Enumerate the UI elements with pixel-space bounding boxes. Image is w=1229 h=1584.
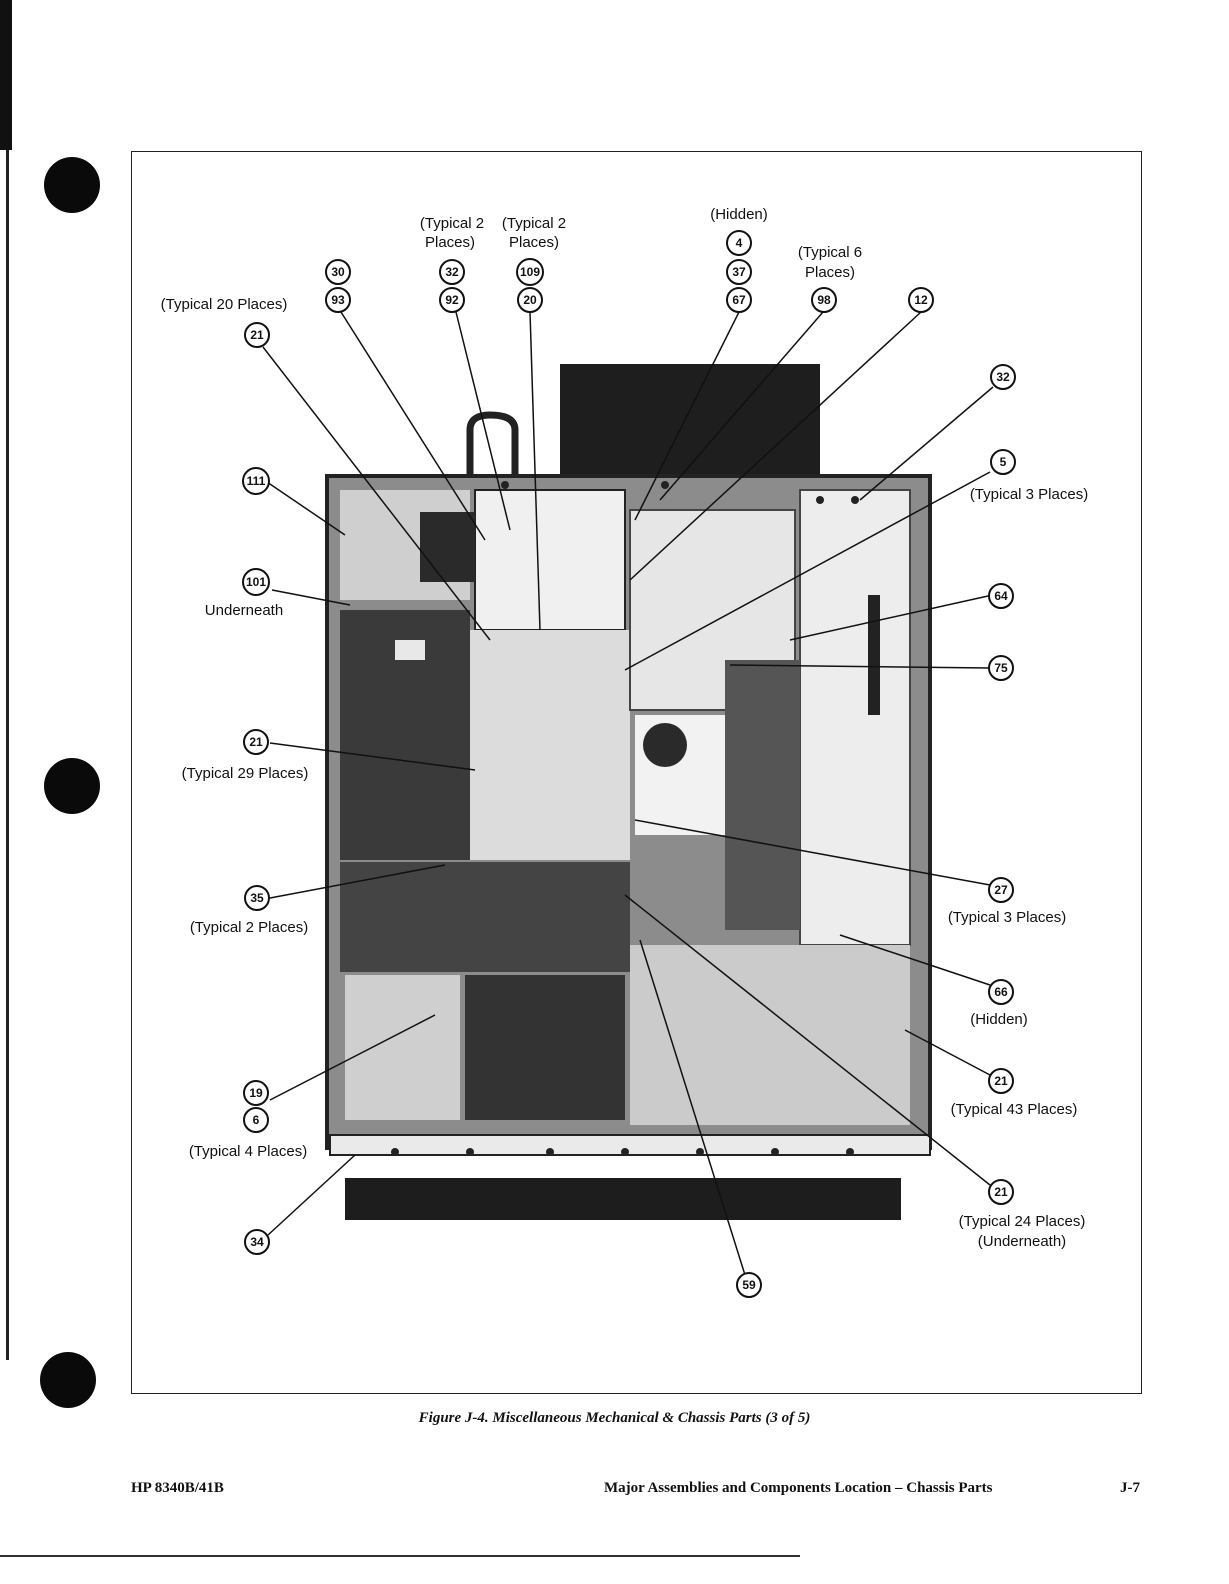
note-typical-2-b: (Typical 2 [502,215,566,232]
callout-21-typ24: 21 [988,1179,1014,1205]
note-typical-4: (Typical 4 Places) [189,1143,307,1160]
svg-text:19: 19 [249,1086,263,1100]
svg-text:93: 93 [331,293,345,307]
note-typical-20: (Typical 20 Places) [161,296,288,313]
callout-109: 109 [516,258,544,286]
svg-text:32: 32 [996,370,1010,384]
note-typical-6-places: Places) [805,264,855,281]
callout-6: 6 [243,1107,269,1133]
punch-hole-middle [44,758,100,814]
chassis-photo [325,364,932,1220]
svg-text:59: 59 [742,1278,756,1292]
callout-32-top: 32 [439,259,465,285]
note-typical-6: (Typical 6 [798,244,862,261]
note-hidden-66: (Hidden) [970,1011,1028,1028]
callout-92: 92 [439,287,465,313]
svg-text:92: 92 [445,293,459,307]
callout-111: 111 [242,467,270,495]
note-typical-43: (Typical 43 Places) [951,1101,1078,1118]
callout-19: 19 [243,1080,269,1106]
svg-text:6: 6 [253,1113,260,1127]
svg-text:66: 66 [994,985,1008,999]
callout-93: 93 [325,287,351,313]
punch-hole-top [44,157,100,213]
svg-text:37: 37 [732,265,746,279]
callout-20: 20 [517,287,543,313]
note-typical-29: (Typical 29 Places) [182,765,309,782]
note-typical-24: (Typical 24 Places) [959,1213,1086,1230]
svg-text:75: 75 [994,661,1008,675]
svg-text:32: 32 [445,265,459,279]
note-hidden-top: (Hidden) [710,206,768,223]
note-underneath: Underneath [205,602,283,619]
callout-66: 66 [988,979,1014,1005]
svg-text:98: 98 [817,293,831,307]
callout-75: 75 [988,655,1014,681]
note-typical-2-a-places: Places) [425,234,475,251]
callout-21-typ43: 21 [988,1068,1014,1094]
binder-edge-mark [0,0,12,150]
note-underneath-24: (Underneath) [978,1233,1066,1250]
leader-lines [262,311,994,1276]
binder-edge-line [6,150,9,1360]
callout-30: 30 [325,259,351,285]
svg-text:34: 34 [250,1235,264,1249]
callout-37: 37 [726,259,752,285]
note-typical-2-a: (Typical 2 [420,215,484,232]
callout-27: 27 [988,877,1014,903]
svg-text:21: 21 [249,735,263,749]
callout-35: 35 [244,885,270,911]
front-panel-edge [345,1178,901,1220]
punch-hole-bottom [40,1352,96,1408]
svg-text:21: 21 [994,1185,1008,1199]
callout-98: 98 [811,287,837,313]
svg-text:67: 67 [732,293,746,307]
svg-text:101: 101 [246,575,266,589]
callout-5: 5 [990,449,1016,475]
svg-text:111: 111 [247,474,266,488]
footer-model: HP 8340B/41B [131,1480,224,1496]
note-typical-2-c: (Typical 2 Places) [190,919,308,936]
callout-34: 34 [244,1229,270,1255]
cable-loop [466,411,519,480]
figure-caption: Figure J-4. Miscellaneous Mechanical & C… [418,1410,811,1426]
svg-text:27: 27 [994,883,1008,897]
rear-panel-component [560,364,820,479]
svg-text:64: 64 [994,589,1008,603]
callout-21-typ20: 21 [244,322,270,348]
callout-59: 59 [736,1272,762,1298]
svg-text:5: 5 [1000,455,1007,469]
figure-frame [131,151,1142,1394]
svg-text:21: 21 [994,1074,1008,1088]
svg-text:35: 35 [250,891,264,905]
callout-21-typ29: 21 [243,729,269,755]
svg-text:109: 109 [520,265,540,279]
svg-text:12: 12 [914,293,928,307]
callout-67: 67 [726,287,752,313]
svg-text:30: 30 [331,265,345,279]
note-typical-3-b: (Typical 3 Places) [948,909,1066,926]
callout-32-right: 32 [990,364,1016,390]
callout-64: 64 [988,583,1014,609]
callout-12: 12 [908,287,934,313]
footer-section-title: Major Assemblies and Components Location… [604,1480,993,1496]
svg-text:21: 21 [250,328,264,342]
callout-notes: (Typical 2 Places) (Typical 2 Places) (H… [161,206,1089,1250]
note-typical-2-b-places: Places) [509,234,559,251]
svg-text:4: 4 [736,236,743,250]
callout-bubbles: 30 93 32 92 109 20 4 37 67 98 12 21 32 5… [242,230,1016,1298]
bottom-rule [0,1555,800,1557]
callout-101: 101 [242,568,270,596]
footer-page-number: J-7 [1120,1480,1140,1496]
callout-4: 4 [726,230,752,256]
note-typical-3-a: (Typical 3 Places) [970,486,1088,503]
svg-text:20: 20 [523,293,537,307]
